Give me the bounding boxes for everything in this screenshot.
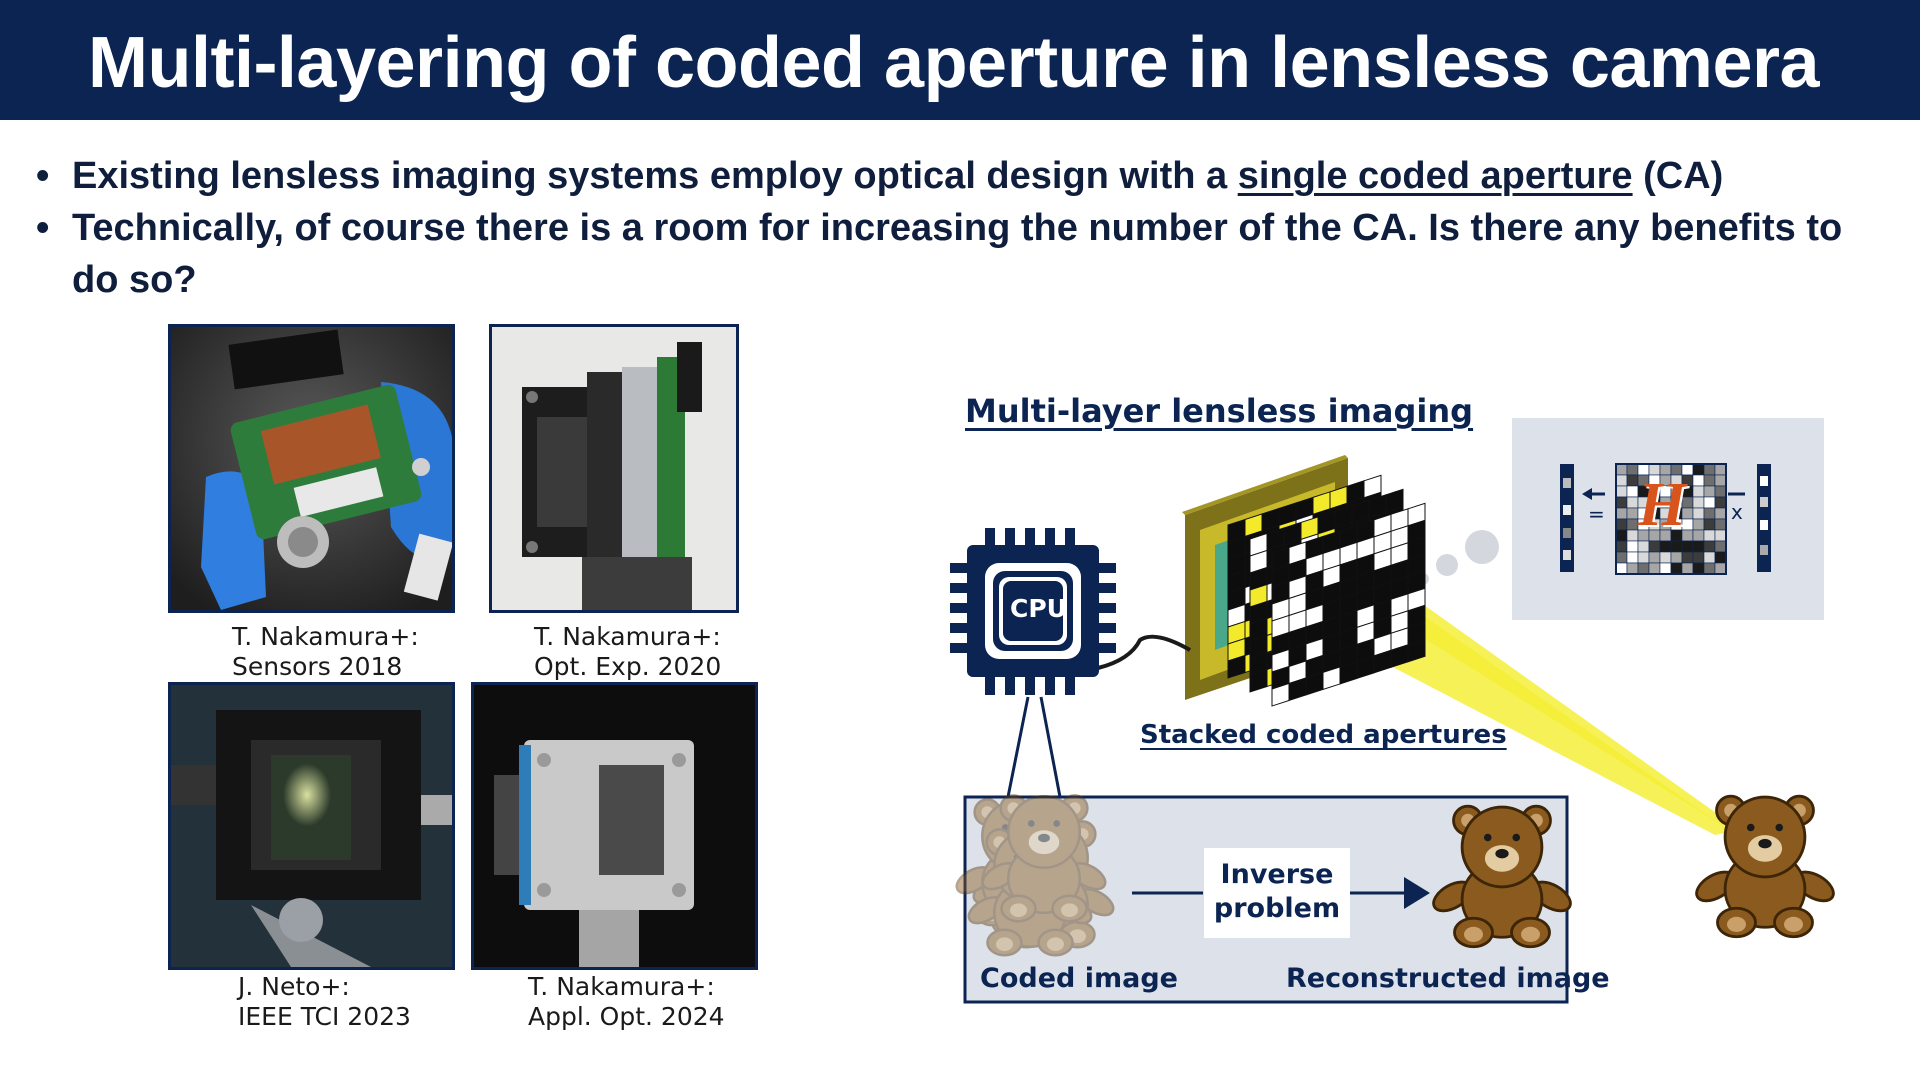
thought-bubble-large (1465, 530, 1499, 564)
bullet-marker: • (36, 202, 49, 254)
coded-aperture-stack (1228, 475, 1425, 706)
camera-prototype-photo-4 (474, 685, 755, 967)
photo-opt-exp-2020 (489, 324, 739, 613)
bullet-2-line-1: Technically, of course there is a room f… (72, 207, 1842, 249)
caption-photo-1: T. Nakamura+: Sensors 2018 (232, 622, 419, 682)
scene-bear-icon (1692, 796, 1838, 937)
caption-author: T. Nakamura+: (528, 972, 725, 1002)
bullet-item-1: • Existing lensless imaging systems empl… (36, 150, 1896, 202)
caption-author: T. Nakamura+: (232, 622, 419, 652)
vector-x-icon (1757, 464, 1771, 572)
inverse-problem-line-1: Inverse (1204, 858, 1350, 892)
cpu-label: CPU (1010, 594, 1067, 623)
bullet-1-text-start: Existing lensless imaging systems employ… (72, 155, 1238, 197)
times-symbol: x (1731, 500, 1743, 524)
title-bar: Multi-layering of coded aperture in lens… (0, 0, 1920, 120)
image-sensor (1182, 455, 1348, 700)
inverse-problem-line-2: problem (1204, 892, 1350, 926)
caption-venue: Sensors 2018 (232, 652, 419, 682)
camera-prototype-photo-2 (492, 327, 736, 610)
cable (1098, 637, 1190, 668)
inverse-problem-box: Inverse problem (1204, 848, 1350, 938)
bullet-1-text-end: (CA) (1633, 155, 1724, 197)
matrix-h-symbol: H (1638, 470, 1686, 541)
caption-venue: Opt. Exp. 2020 (534, 652, 721, 682)
coded-image-bear (953, 795, 1118, 955)
bullet-list: • Existing lensless imaging systems empl… (36, 150, 1896, 306)
light-beam (1345, 560, 1745, 840)
vector-y-icon (1560, 464, 1574, 572)
thought-bubble-medium (1436, 554, 1458, 576)
camera-prototype-photo-1 (171, 327, 452, 610)
caption-venue: Appl. Opt. 2024 (528, 1002, 725, 1032)
coded-image-label: Coded image (980, 963, 1178, 994)
equals-symbol: = (1588, 502, 1605, 526)
caption-photo-3: J. Neto+: IEEE TCI 2023 (238, 972, 411, 1032)
photo-sensors-2018 (168, 324, 455, 613)
bullet-item-2: • Technically, of course there is a room… (36, 202, 1896, 306)
camera-prototype-photo-3 (171, 685, 452, 967)
caption-photo-2: T. Nakamura+: Opt. Exp. 2020 (534, 622, 721, 682)
thought-bubble-small (1417, 573, 1429, 585)
photo-appl-opt-2024 (471, 682, 758, 970)
caption-author: T. Nakamura+: (534, 622, 721, 652)
photo-ieee-tci-2023 (168, 682, 455, 970)
caption-venue: IEEE TCI 2023 (238, 1002, 411, 1032)
reconstructed-image-label: Reconstructed image (1286, 963, 1610, 994)
diagram-title: Multi-layer lensless imaging (965, 392, 1473, 430)
caption-author: J. Neto+: (238, 972, 411, 1002)
bullet-marker: • (36, 150, 49, 202)
reconstructed-bear-icon (1429, 806, 1575, 947)
caption-photo-4: T. Nakamura+: Appl. Opt. 2024 (528, 972, 725, 1032)
bullet-2-line-2: do so? (72, 259, 197, 301)
slide-title: Multi-layering of coded aperture in lens… (88, 22, 1819, 104)
stacked-apertures-label: Stacked coded apertures (1140, 720, 1507, 750)
bullet-1-underlined: single coded aperture (1238, 155, 1633, 197)
